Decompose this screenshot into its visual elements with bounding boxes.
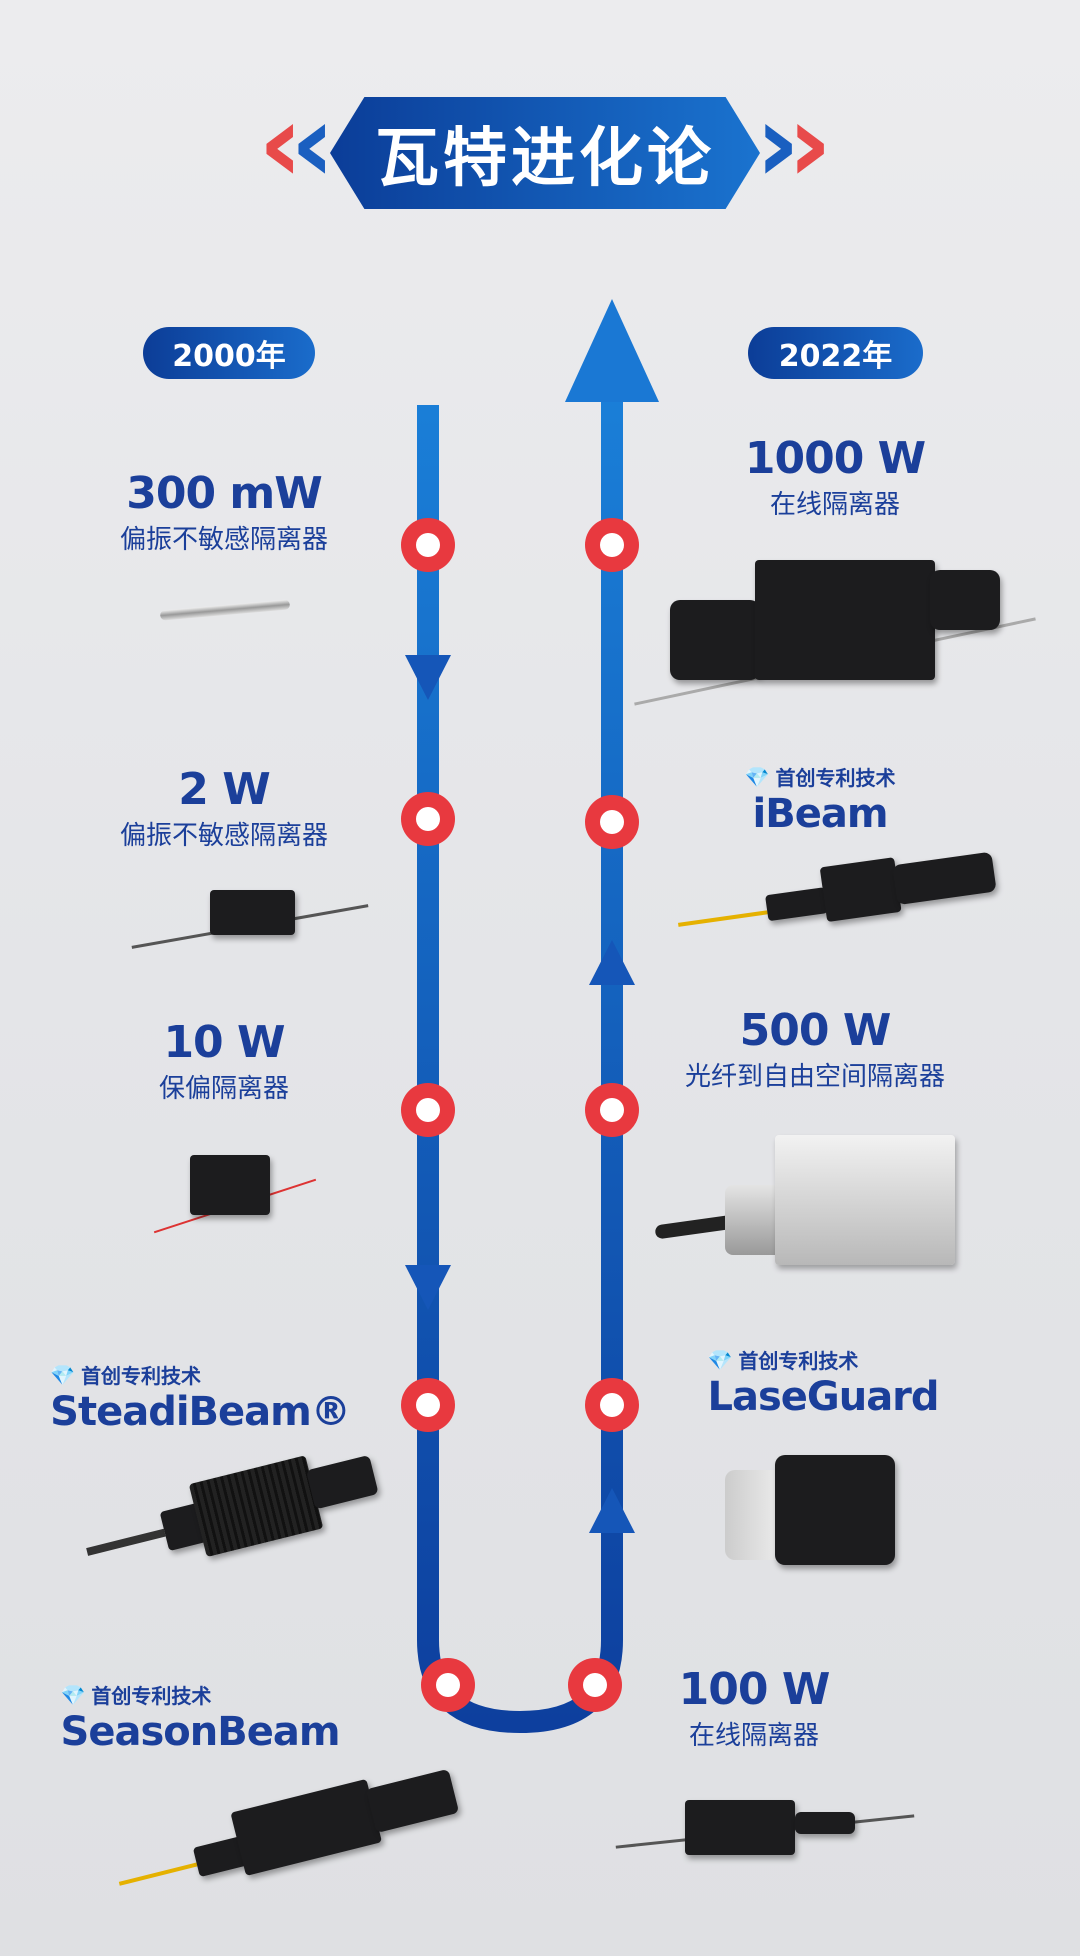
timeline-marker (585, 1378, 639, 1432)
product-image-100w (615, 1780, 915, 1870)
timeline-marker (585, 1083, 639, 1137)
timeline-marker (401, 1378, 455, 1432)
product-image-500w (654, 1125, 975, 1275)
milestone-300mw: 300 mW 偏振不敏感隔离器 (120, 468, 328, 556)
milestone-2w: 2 W 偏振不敏感隔离器 (120, 764, 328, 852)
patent-badge: 💎首创专利技术 (50, 1362, 202, 1389)
product-image-10w (150, 1140, 320, 1235)
track-path (417, 390, 623, 1734)
product-desc: 偏振不敏感隔离器 (119, 821, 329, 851)
timeline-marker (585, 518, 639, 572)
arrow-up-head-icon (565, 299, 659, 402)
timeline-marker (401, 1083, 455, 1137)
arrow-down-icon (405, 655, 451, 700)
arrow-up-icon (589, 940, 635, 985)
milestone-100w: 100 W 在线隔离器 (678, 1664, 831, 1752)
power-label: 2 W (178, 764, 270, 815)
product-desc: 保偏隔离器 (158, 1074, 290, 1104)
arrow-up-icon (589, 1488, 635, 1533)
milestone-laseguard: 💎首创专利技术 LaseGuard (707, 1345, 939, 1421)
power-label: 300 mW (126, 468, 323, 519)
power-label: 1000 W (744, 433, 926, 484)
timeline-marker (421, 1658, 475, 1712)
timeline-marker (401, 792, 455, 846)
product-desc: 在线隔离器 (769, 490, 900, 520)
timeline-marker (568, 1658, 622, 1712)
chevron-right-icon: › (787, 79, 833, 207)
year-start-badge: 2000年 (143, 327, 315, 379)
product-image-1000w (630, 540, 1040, 706)
patent-badge: 💎首创专利技术 (744, 764, 896, 791)
milestone-10w: 10 W 保偏隔离器 (159, 1017, 289, 1105)
title-banner: 瓦特进化论 (330, 97, 760, 209)
patent-badge: 💎首创专利技术 (60, 1682, 212, 1709)
arrow-down-icon (405, 1265, 451, 1310)
timeline-marker (585, 795, 639, 849)
markers (401, 518, 639, 1712)
product-image-laseguard (725, 1440, 915, 1590)
product-image-2w (130, 880, 370, 950)
page-title: 瓦特进化论 (375, 122, 715, 196)
timeline-marker (401, 518, 455, 572)
brand-name: SteadiBeam® (50, 1389, 351, 1435)
brand-name: LaseGuard (707, 1374, 939, 1420)
diamond-icon: 💎 (60, 1682, 86, 1707)
diamond-icon: 💎 (744, 764, 770, 789)
chevron-left-icon: ‹ (258, 79, 304, 207)
milestone-seasonbeam: 💎首创专利技术 SeasonBeam (60, 1680, 341, 1756)
chevron-right-icon: › (755, 79, 801, 207)
product-desc: 光纤到自由空间隔离器 (684, 1062, 946, 1092)
power-label: 10 W (163, 1017, 285, 1068)
product-desc: 在线隔离器 (688, 1721, 820, 1751)
product-desc: 偏振不敏感隔离器 (119, 525, 329, 555)
milestone-500w: 500 W 光纤到自由空间隔离器 (685, 1005, 945, 1093)
brand-name: SeasonBeam (60, 1709, 341, 1755)
diamond-icon: 💎 (50, 1362, 76, 1387)
brand-name: iBeam (752, 791, 889, 837)
power-label: 100 W (678, 1664, 831, 1715)
power-label: 500 W (739, 1005, 892, 1056)
diamond-icon: 💎 (707, 1347, 733, 1372)
milestone-ibeam: 💎首创专利技术 iBeam (744, 762, 896, 838)
chevron-left-icon: ‹ (290, 79, 336, 207)
patent-badge: 💎首创专利技术 (707, 1347, 859, 1374)
milestone-1000w: 1000 W 在线隔离器 (744, 433, 926, 521)
milestone-steadibeam: 💎首创专利技术 SteadiBeam® (50, 1360, 351, 1436)
year-end-badge: 2022年 (748, 327, 923, 379)
